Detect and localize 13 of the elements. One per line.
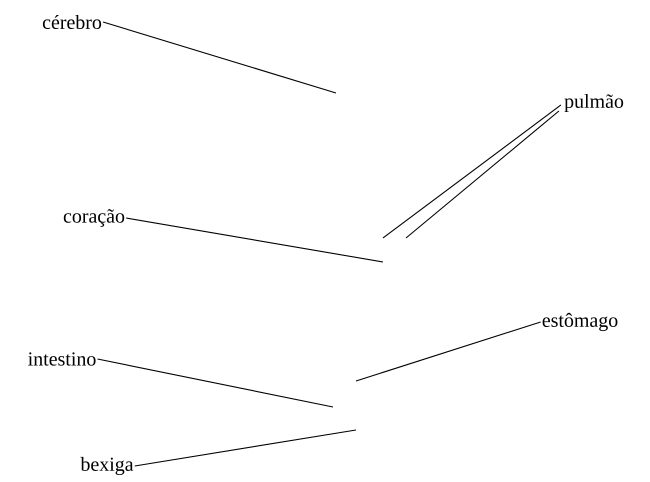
leader-line [356, 321, 541, 382]
organ-label: pulmão [564, 94, 624, 112]
leader-line [126, 217, 384, 263]
organ-label: coração [64, 209, 124, 227]
leader-line [406, 110, 560, 238]
organ-label: bexiga [80, 456, 134, 476]
leader-line [134, 429, 356, 467]
leader-line [382, 104, 562, 238]
leader-line [102, 21, 336, 94]
organ-label: estômago [542, 312, 618, 332]
organ-label: intestino [28, 352, 96, 366]
leader-line [97, 358, 334, 408]
organ-label: cérebro [42, 14, 102, 29]
